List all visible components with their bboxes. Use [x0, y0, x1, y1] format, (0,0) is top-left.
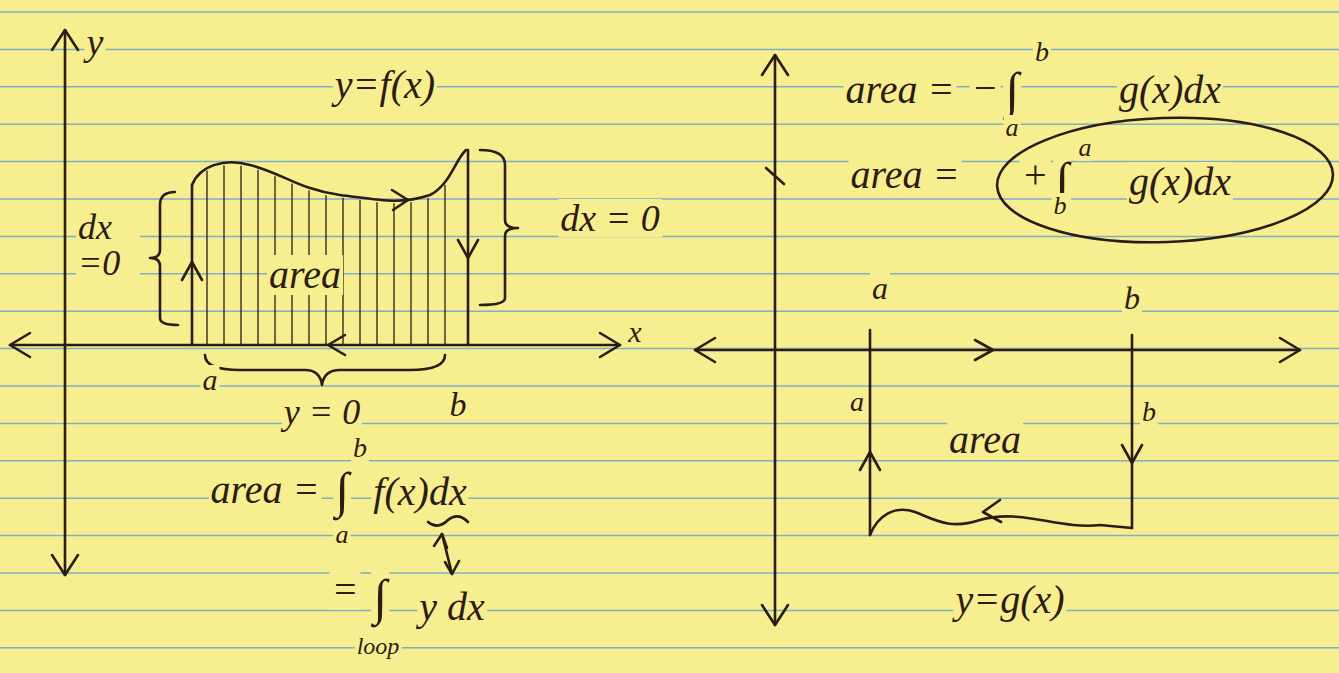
ruled-line [0, 49, 1339, 51]
axis-arrowhead [10, 333, 30, 357]
function-label: y=g(x) [953, 580, 1066, 620]
integral-limit: b [351, 434, 369, 462]
brace [205, 355, 445, 385]
axis-label: x [626, 317, 643, 347]
side-note: dx =0 [76, 209, 140, 281]
axis-arrowhead [1280, 338, 1300, 362]
hatch-line [444, 185, 445, 345]
hatch-line [257, 170, 258, 345]
axis-arrowhead [762, 605, 788, 625]
formula-text: area = [209, 470, 322, 510]
direction-arrow [458, 240, 478, 258]
axis-arrowhead [52, 555, 78, 575]
direction-arrow [328, 335, 345, 355]
formula-text: area = [844, 70, 957, 110]
side-note: dx = 0 [558, 199, 662, 237]
underline-squiggle [428, 516, 468, 525]
integral-limit: loop [355, 634, 402, 658]
integral-limit: b [1033, 38, 1051, 66]
double-arrow [445, 561, 459, 574]
bracket [150, 192, 178, 325]
integral-limit: a [334, 522, 351, 548]
hatch-line [393, 204, 394, 345]
ruled-line [0, 535, 1339, 537]
axis-arrowhead [762, 55, 788, 75]
y-axis [64, 30, 67, 575]
ruled-line [0, 123, 1339, 125]
direction-arrow [1122, 445, 1142, 463]
axis-tick [766, 168, 784, 184]
integral-sign: ∫ [1003, 65, 1021, 115]
hatch-line [240, 166, 241, 345]
integral-sign: ∫ [371, 572, 389, 622]
ruled-line [0, 460, 1339, 462]
ruled-line [0, 273, 1339, 275]
side-note: y = 0 [282, 394, 362, 430]
formula-text: g(x)dx [1117, 70, 1223, 110]
bound-label: b [1140, 398, 1158, 426]
axis-arrowhead [600, 333, 620, 357]
hatch-line [376, 203, 377, 345]
y-axis [774, 55, 777, 625]
direction-arrow [983, 500, 1001, 522]
loop-side [869, 330, 872, 535]
ruled-line [0, 11, 1339, 13]
integral-limit: a [1004, 115, 1021, 141]
bound-label: b [1122, 282, 1142, 314]
region-label: area [947, 420, 1023, 460]
region-label: area [267, 255, 343, 295]
axis-arrowhead [695, 338, 715, 362]
direction-arrow [392, 190, 408, 210]
direction-arrow [975, 340, 993, 360]
formula-text: area = [849, 155, 962, 195]
hatch-line [206, 171, 207, 345]
curve-f [192, 150, 466, 201]
formula-sign: − [970, 68, 1001, 108]
ruled-line [0, 348, 1339, 350]
ruled-line [0, 236, 1339, 238]
hatch-line [410, 203, 411, 345]
x-axis [695, 349, 1300, 352]
circle-mark [995, 112, 1335, 248]
bracket [480, 150, 518, 305]
integral-limit: a [1077, 135, 1094, 161]
integral-limit: b [1052, 193, 1069, 219]
formula-text: = [330, 570, 361, 610]
bound-label: a [201, 365, 220, 395]
x-axis [10, 344, 620, 347]
ruled-lines [0, 12, 1339, 648]
double-arrow [434, 534, 447, 548]
hatch-line [223, 166, 224, 345]
formula-sign: + [1020, 155, 1051, 195]
hatch-line [359, 201, 360, 345]
bound-label: a [848, 388, 866, 416]
bound-label: a [870, 272, 890, 304]
ruled-line [0, 572, 1339, 574]
function-label: y=f(x) [333, 65, 437, 105]
axis-label: y [85, 23, 106, 61]
bound-label: b [448, 388, 469, 422]
ruled-line [0, 497, 1339, 499]
loop-side [467, 150, 470, 345]
formula-text: f(x)dx [371, 472, 468, 512]
direction-arrow [182, 262, 202, 280]
ruled-line [0, 423, 1339, 425]
loop-side [1131, 335, 1134, 528]
formula-text: g(x)dx [1127, 162, 1233, 202]
axis-arrowhead [52, 30, 78, 50]
ruled-line [0, 647, 1339, 649]
formula-text: y dx [417, 587, 487, 627]
hatch-line [427, 199, 428, 345]
ruled-line [0, 610, 1339, 612]
integral-sign: ∫ [333, 465, 351, 515]
direction-arrow [860, 452, 880, 470]
